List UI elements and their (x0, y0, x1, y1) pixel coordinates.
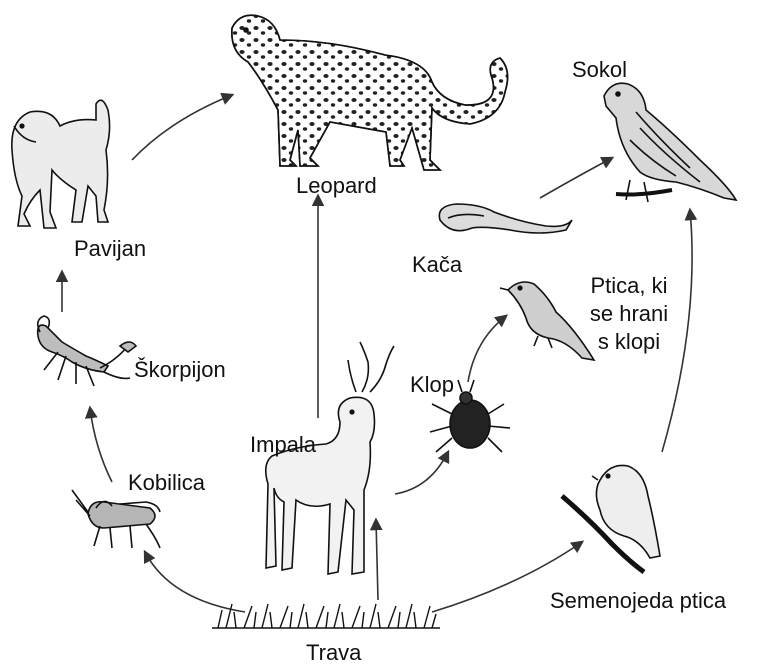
label-ptica-klopi-line2: se hrani (574, 300, 684, 328)
label-skorpijon: Škorpijon (134, 357, 226, 383)
arrow-snake-to-falcon (540, 158, 612, 198)
arrow-grass-to-impala (376, 520, 378, 600)
falcon-icon (604, 83, 736, 202)
label-semenojeda: Semenojeda ptica (550, 588, 726, 614)
arrow-tick-to-tickbird (468, 316, 506, 382)
impala-icon (266, 342, 394, 574)
snake-icon (439, 204, 572, 233)
label-impala: Impala (250, 432, 316, 458)
label-klop: Klop (410, 372, 454, 398)
label-trava: Trava (306, 640, 361, 666)
label-leopard: Leopard (296, 173, 377, 199)
scorpion-icon (38, 316, 136, 386)
grass-icon (212, 604, 440, 628)
label-kaca: Kača (412, 252, 462, 278)
label-kobilica: Kobilica (128, 470, 205, 496)
arrow-grasshopper-to-scorpion (90, 408, 112, 482)
leopard-icon (232, 15, 508, 170)
grasshopper-icon (72, 490, 160, 548)
label-sokol: Sokol (572, 57, 627, 83)
baboon-icon (12, 100, 110, 228)
label-ptica-klopi-line1: Ptica, ki (574, 272, 684, 300)
seed-bird-icon (562, 465, 660, 572)
label-pavijan: Pavijan (74, 236, 146, 262)
arrow-grass-to-grasshopper (145, 552, 245, 612)
label-ptica-klopi-line3: s klopi (574, 328, 684, 356)
arrow-baboon-to-leopard (132, 95, 232, 160)
arrow-impala-to-tick (395, 452, 448, 494)
label-ptica-klopi: Ptica, ki se hrani s klopi (574, 272, 684, 356)
